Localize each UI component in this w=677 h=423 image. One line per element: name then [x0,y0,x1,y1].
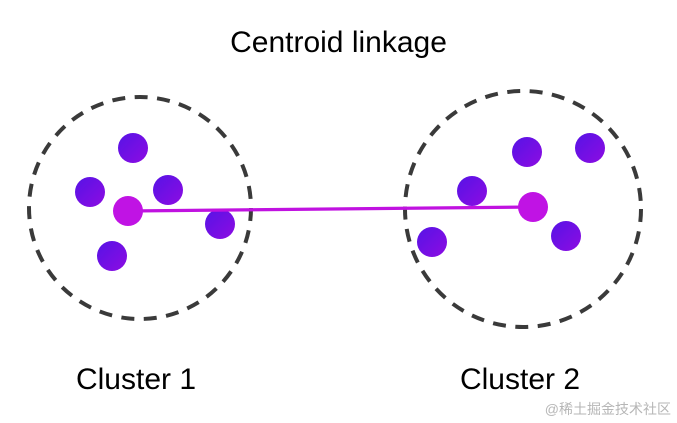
data-point [118,133,148,163]
cluster-1-boundary [27,95,253,321]
data-point [551,221,581,251]
data-point [575,133,605,163]
cluster-1-centroid [113,196,143,226]
data-point [417,227,447,257]
cluster-2-centroid [518,192,548,222]
centroid-linkage-line [127,205,534,213]
cluster-1-label: Cluster 1 [75,363,197,396]
data-point [75,177,105,207]
data-point [153,175,183,205]
data-point [457,176,487,206]
watermark-text: @稀土掘金技术社区 [544,401,671,417]
cluster-2-label: Cluster 2 [459,363,581,396]
data-point [97,241,127,271]
data-point [205,209,235,239]
data-point [512,137,542,167]
diagram-title: Centroid linkage [230,26,447,59]
